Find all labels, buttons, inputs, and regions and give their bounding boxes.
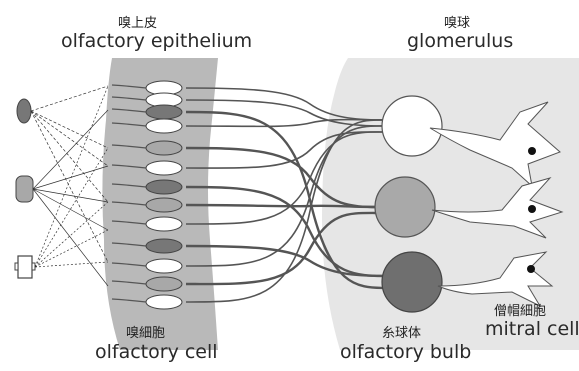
epithelium-label: olfactory epithelium [61,30,252,52]
olfactory-cell-body [146,161,182,175]
olfactory-cell-label: olfactory cell [95,341,218,363]
olfactory-cell-body [146,239,182,253]
olfactory-cell-body [146,277,182,291]
odorant-binding-line [33,189,108,286]
olfactory-cell-body [146,259,182,273]
odorant-binding-line [35,148,108,267]
odorant-light-icon [15,256,35,278]
olfactory-cell-body [146,180,182,194]
olfactory-cell-body [146,198,182,212]
odorant-binding-line [31,111,108,166]
mitral-cell-label: mitral cell [485,318,579,340]
glomerulus-label: glomerulus [407,30,513,52]
odorant-binding-line [35,202,108,267]
olfactory-cell-label-jp: 嗅細胞 [126,322,165,341]
axon-line [186,205,379,207]
bulb-label-jp: 糸球体 [382,322,421,341]
odorant-dark-icon [17,99,31,123]
olfactory-cell-body [146,105,182,119]
olfactory-cell-body [146,141,182,155]
olfactory-cell-body [146,217,182,231]
odorant-binding-line [31,111,108,262]
odorant-mid-icon [16,176,33,202]
mitral-cell-label-jp: 僧帽細胞 [494,300,546,319]
epithelium-label-jp: 嗅上皮 [118,12,157,31]
olfactory-bulb-label: olfactory bulb [340,341,471,363]
odorant-binding-line [31,111,108,202]
olfactory-cell-body [146,119,182,133]
glomerulus-light [382,96,442,156]
glomerulus-label-jp: 嗅球 [444,12,470,31]
olfactory-cell-body [146,295,182,309]
glomerulus-mid [375,177,435,237]
odorant-binding-line [31,111,108,148]
odorant-binding-line [35,86,108,267]
odorant-binding-line [35,262,108,267]
receptor-lines [31,86,108,286]
odorant-binding-line [31,86,108,111]
glomerulus-dark [382,252,442,312]
